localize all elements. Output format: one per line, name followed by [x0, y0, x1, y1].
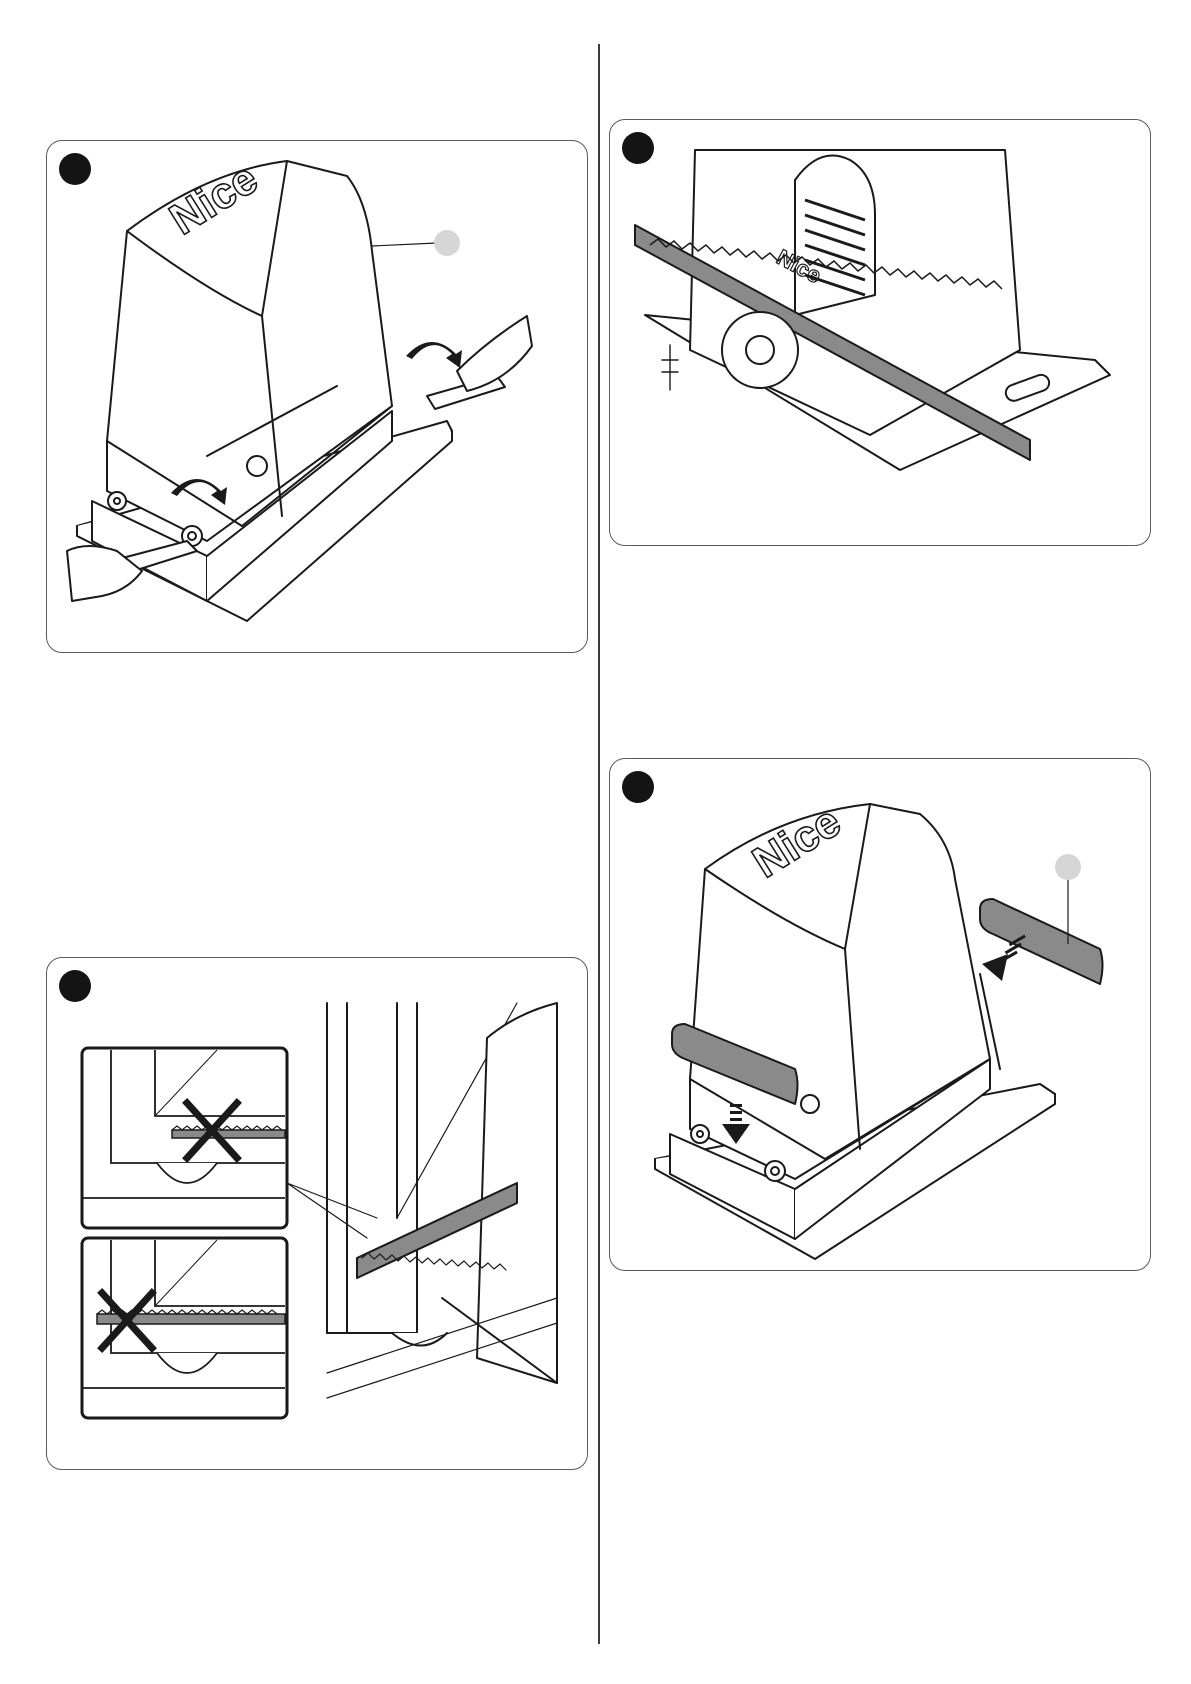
figure-a-panel: Nice	[46, 140, 588, 653]
callout-marker	[1055, 854, 1081, 880]
figure-d-illustration: Nice	[610, 759, 1151, 1271]
figure-c-illustration	[47, 958, 588, 1470]
figure-a-illustration: Nice	[47, 141, 588, 653]
inset-wrong-position-low	[82, 1238, 287, 1418]
figure-c-panel	[46, 957, 588, 1470]
figure-b-panel: Nice	[609, 119, 1151, 546]
step-number-badge	[622, 771, 654, 803]
hand-icon	[457, 316, 532, 391]
step-number-badge	[622, 132, 654, 164]
figure-d-panel: Nice	[609, 758, 1151, 1271]
step-number-badge	[59, 153, 91, 185]
inset-wrong-position-high	[82, 1048, 287, 1228]
step-number-badge	[59, 970, 91, 1002]
figure-b-illustration: Nice	[610, 120, 1151, 546]
column-divider	[598, 44, 600, 1644]
callout-marker	[434, 230, 460, 256]
